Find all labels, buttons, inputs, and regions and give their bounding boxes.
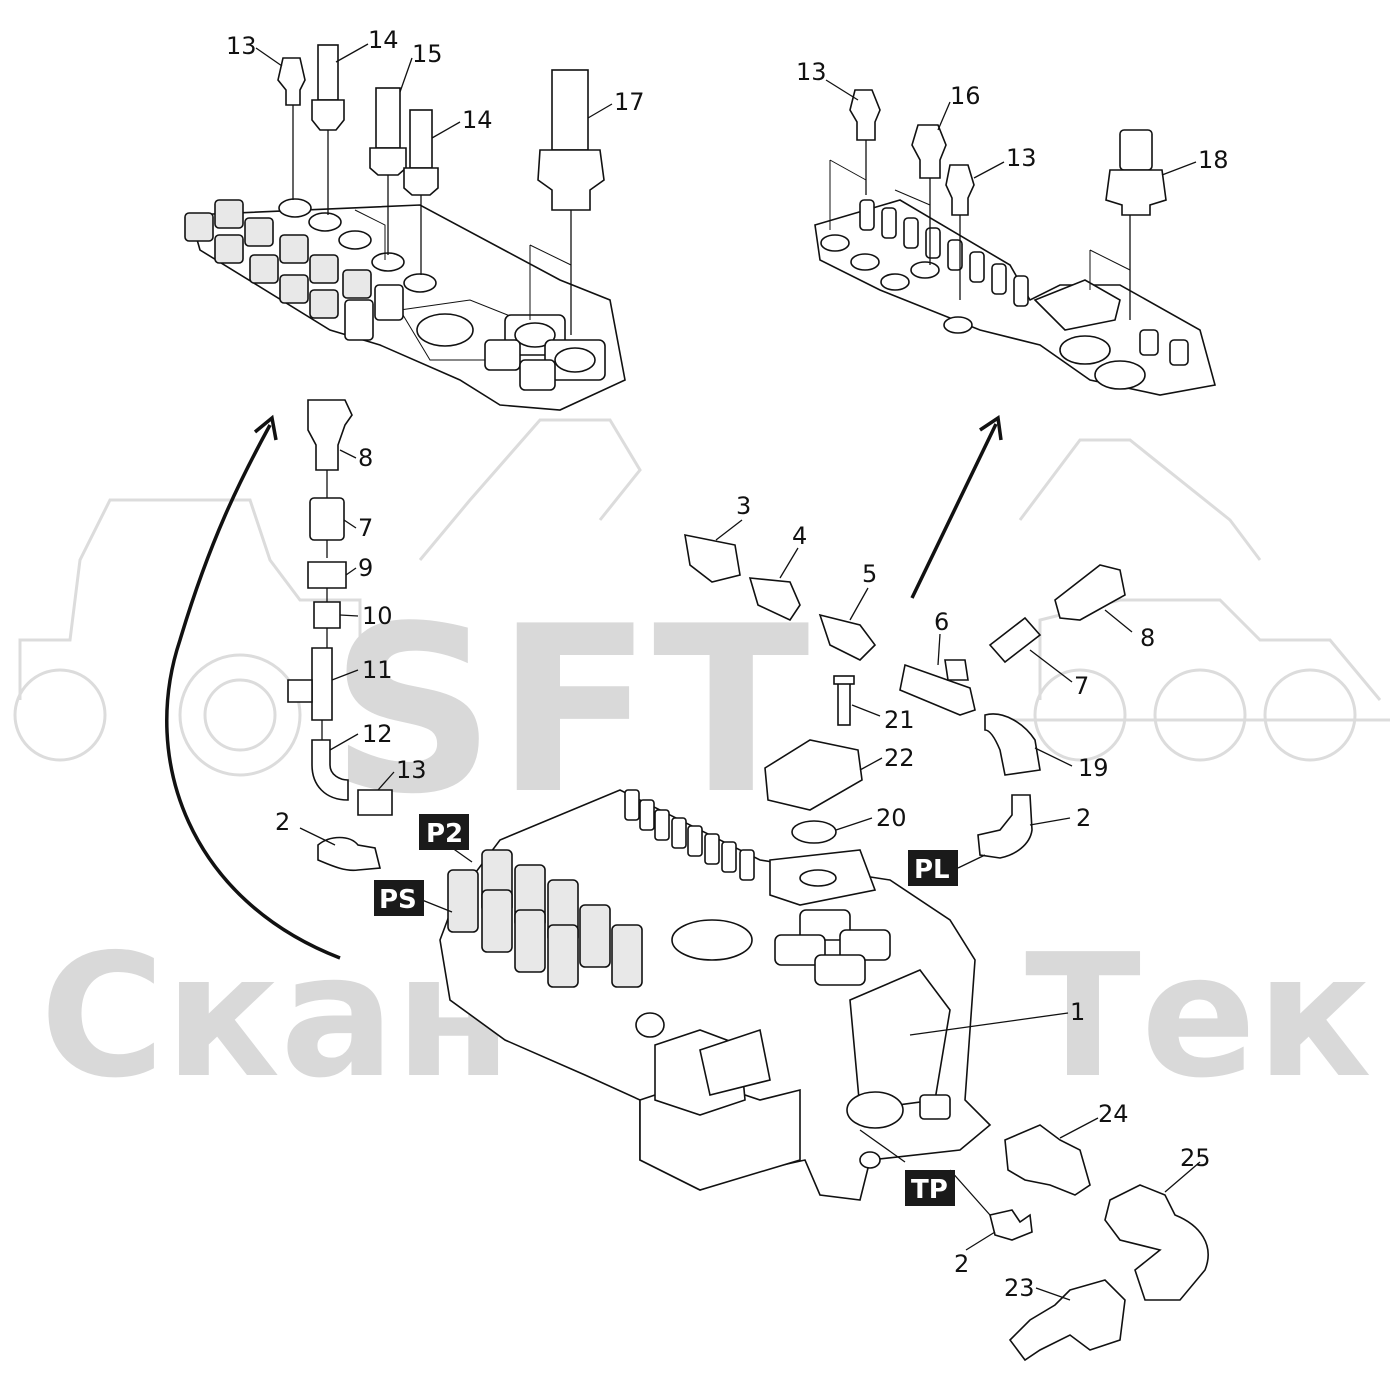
watermark-vehicles-icon <box>13 418 1390 777</box>
callout-1: 1 <box>1070 998 1085 1026</box>
part-23 <box>1008 1279 1126 1362</box>
curved-arrow-icon <box>165 414 341 960</box>
callout-9: 9 <box>358 554 373 582</box>
port-tag-pl-label: PL <box>914 855 950 885</box>
callout-4: 4 <box>792 522 807 550</box>
fitting-13-upper-right <box>829 89 881 230</box>
callout-19: 19 <box>1078 754 1109 782</box>
fitting-15 <box>369 87 407 255</box>
callout-2: 2 <box>954 1250 969 1278</box>
port-tag-tp-label: TP <box>911 1175 948 1205</box>
port-tag-pl: PL <box>908 850 958 886</box>
callout-leaders <box>255 43 1201 1301</box>
fitting-18 <box>1089 129 1167 320</box>
callout-labels: 13 14 15 14 17 13 16 13 18 8 7 9 10 11 1… <box>226 26 1229 1302</box>
callout-7: 7 <box>358 514 373 542</box>
port-tag-ps-label: PS <box>379 885 417 915</box>
port-tag-p2-label: P2 <box>426 819 463 849</box>
fitting-16 <box>894 124 947 265</box>
watermark: SFT Скан Тек <box>13 418 1390 1116</box>
part-2-lower <box>989 1209 1033 1241</box>
callout-3: 3 <box>736 492 751 520</box>
main-control-valve <box>439 789 992 1201</box>
callout-14: 14 <box>462 106 493 134</box>
callout-14: 14 <box>368 26 399 54</box>
callout-13: 13 <box>1006 144 1037 172</box>
watermark-brand-left: Скан <box>40 918 512 1116</box>
part-25 <box>1104 1184 1209 1301</box>
lower-fittings <box>989 1124 1209 1362</box>
callout-21: 21 <box>884 706 915 734</box>
callout-13: 13 <box>226 32 257 60</box>
part-24 <box>1004 1124 1091 1196</box>
upper-right-detail <box>814 89 1217 396</box>
part-7-right <box>988 616 1042 664</box>
callout-25: 25 <box>1180 1144 1211 1172</box>
callout-16: 16 <box>950 82 981 110</box>
part-19 <box>984 713 1041 776</box>
fitting-14-upper-left-b <box>403 109 439 275</box>
part-8-right <box>1054 564 1126 621</box>
callout-23: 23 <box>1004 1274 1035 1302</box>
part-20 <box>791 820 837 844</box>
callout-2: 2 <box>275 808 290 836</box>
part-3 <box>684 533 741 583</box>
part-13-lower <box>357 789 393 816</box>
straight-arrow-icon <box>910 414 1003 599</box>
left-stack <box>287 399 393 872</box>
watermark-logo: SFT <box>330 578 810 845</box>
callout-24: 24 <box>1098 1100 1129 1128</box>
callout-6: 6 <box>934 608 949 636</box>
callout-22: 22 <box>884 744 915 772</box>
callout-11: 11 <box>362 656 393 684</box>
port-tag-tp: TP <box>905 1170 955 1206</box>
part-12 <box>311 739 349 801</box>
callout-8: 8 <box>358 444 373 472</box>
callout-7: 7 <box>1074 672 1089 700</box>
upper-left-detail <box>184 44 626 411</box>
port-tag-p2: P2 <box>419 814 469 850</box>
callout-17: 17 <box>614 88 645 116</box>
callout-13: 13 <box>796 58 827 86</box>
part-4 <box>748 577 801 622</box>
part-9 <box>307 561 347 589</box>
callout-10: 10 <box>362 602 393 630</box>
part-2-right <box>977 794 1033 859</box>
part-10 <box>313 601 341 629</box>
callout-12: 12 <box>362 720 393 748</box>
fitting-14-upper-left <box>311 44 345 215</box>
callout-5: 5 <box>862 560 877 588</box>
part-2-left <box>317 836 382 872</box>
callout-8: 8 <box>1140 624 1155 652</box>
part-22 <box>764 739 863 811</box>
callout-20: 20 <box>876 804 907 832</box>
callout-2: 2 <box>1076 804 1091 832</box>
part-7-left <box>309 497 345 541</box>
callout-18: 18 <box>1198 146 1229 174</box>
part-5 <box>818 613 877 661</box>
right-stack <box>684 533 1126 859</box>
watermark-brand-right: Тек <box>1025 918 1372 1116</box>
callout-13: 13 <box>396 756 427 784</box>
fitting-13-upper-right-b <box>945 164 975 300</box>
port-tag-ps: PS <box>374 880 424 916</box>
part-11 <box>287 647 333 721</box>
callout-15: 15 <box>412 40 443 68</box>
part-8-left <box>307 399 353 471</box>
fitting-17 <box>529 69 605 335</box>
part-6 <box>899 659 976 716</box>
fitting-13-upper-left <box>277 57 306 200</box>
part-21 <box>833 675 855 726</box>
